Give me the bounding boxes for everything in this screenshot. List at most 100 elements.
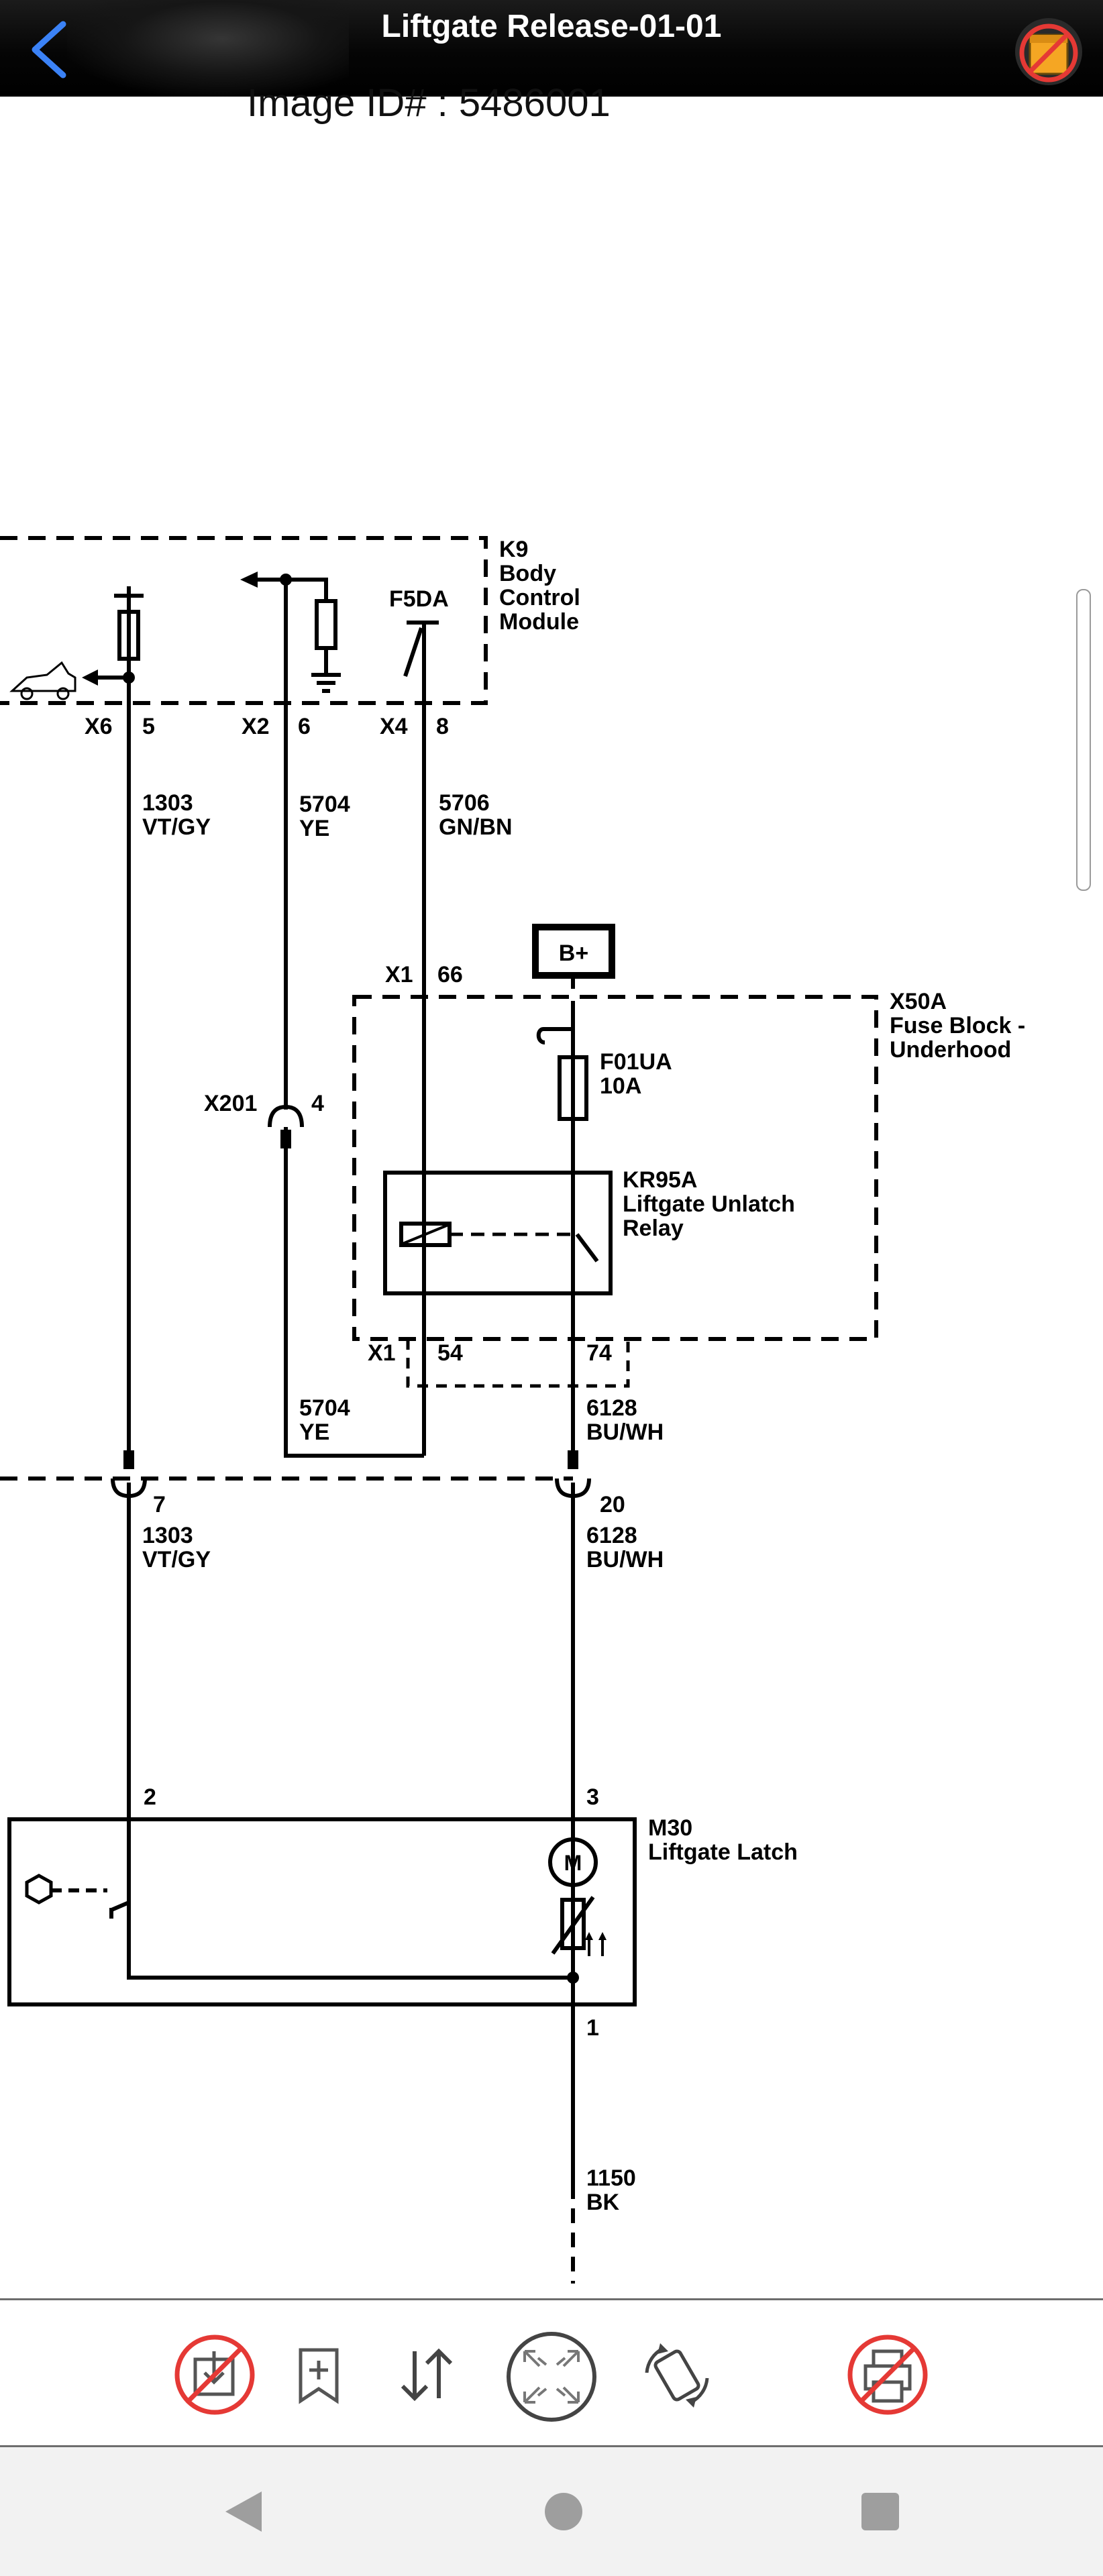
liftgate-car-icon xyxy=(9,661,76,692)
k9-ref: K9 xyxy=(499,537,528,562)
window-title: Liftgate Release-01-01 xyxy=(381,9,722,44)
notes-button[interactable] xyxy=(1012,15,1086,89)
pin-54: 54 xyxy=(437,1340,463,1366)
wire-5704-bottom-color: YE xyxy=(299,1419,329,1445)
bookmark-add-icon xyxy=(299,2348,339,2404)
notes-disabled-icon xyxy=(1015,18,1082,85)
x50a-name-line1: Fuse Block - xyxy=(890,1013,1025,1038)
wire-5704 xyxy=(284,580,424,1458)
image-id-label: Image ID# : 5486001 xyxy=(247,81,611,125)
connector-x6: X6 xyxy=(85,714,113,739)
sort-button[interactable] xyxy=(382,2331,470,2418)
save-disabled-icon xyxy=(174,2334,255,2415)
pin-1: 1 xyxy=(586,2015,599,2041)
nav-back-icon xyxy=(225,2491,262,2532)
print-button[interactable] xyxy=(844,2331,931,2418)
f5da-label: F5DA xyxy=(389,586,449,612)
x50a-ref: X50A xyxy=(890,989,947,1014)
wire-5704-top-color: YE xyxy=(299,816,329,841)
connector-x4: X4 xyxy=(380,714,408,739)
pin-2: 2 xyxy=(144,1784,156,1810)
system-nav-bar xyxy=(0,2447,1103,2576)
x50a-fuse-block-outline xyxy=(352,995,878,1341)
fuse-feed-hook xyxy=(536,1027,573,1044)
wire-1303-top-circuit: 1303 xyxy=(142,790,193,816)
pin-20: 20 xyxy=(600,1492,625,1517)
relay-kr95a-outline xyxy=(383,1171,613,1295)
pin-4: 4 xyxy=(311,1091,324,1116)
pin-5: 5 xyxy=(142,714,155,739)
header-background-art xyxy=(67,0,349,97)
wire-6128-bottom-circuit: 6128 xyxy=(586,1523,637,1548)
connector-cup-7 xyxy=(111,1478,147,1499)
x201-connector xyxy=(268,1104,304,1128)
x50a-name-line2: Underhood xyxy=(890,1037,1011,1063)
k9-name-line1: Body xyxy=(499,561,556,586)
wire-1150-color: BK xyxy=(586,2190,620,2215)
relay-name-line1: Liftgate Unlatch xyxy=(623,1191,795,1217)
wire-6128-bottom-color: BU/WH xyxy=(586,1547,664,1572)
x1-connector-bracket xyxy=(406,1339,630,1388)
bookmark-add-button[interactable] xyxy=(275,2331,362,2418)
wire-6128-top-color: BU/WH xyxy=(586,1419,664,1445)
battery-label: B+ xyxy=(559,941,588,966)
k9-name-line3: Module xyxy=(499,609,579,635)
wire-1303-bottom-circuit: 1303 xyxy=(142,1523,193,1548)
rotate-button[interactable] xyxy=(633,2331,721,2418)
nav-back-button[interactable] xyxy=(219,2485,266,2538)
relay-switch xyxy=(571,1214,599,1293)
save-button[interactable] xyxy=(171,2331,258,2418)
connector-x2: X2 xyxy=(242,714,270,739)
k9-resistor-middle xyxy=(315,599,337,650)
title-bar: Liftgate Release-01-01 xyxy=(0,0,1103,97)
nav-recents-icon xyxy=(861,2493,899,2530)
ground-symbol xyxy=(311,673,341,693)
wire-5706-circuit: 5706 xyxy=(439,790,490,816)
connector-x1-top: X1 xyxy=(385,962,413,987)
nav-recents-button[interactable] xyxy=(860,2491,900,2532)
connector-cup-20 xyxy=(555,1478,591,1499)
pin-3: 3 xyxy=(586,1784,599,1810)
wire-5706-color: GN/BN xyxy=(439,814,513,840)
fit-screen-button[interactable] xyxy=(505,2331,596,2422)
vertical-scrollbar[interactable] xyxy=(1076,589,1091,891)
wire-1303-top-color: VT/GY xyxy=(142,814,211,840)
print-disabled-icon xyxy=(847,2334,928,2415)
latch-switch xyxy=(109,1900,130,1919)
nav-home-button[interactable] xyxy=(543,2491,584,2532)
bottom-toolbar xyxy=(0,2298,1103,2447)
wire-1150-circuit: 1150 xyxy=(586,2165,636,2191)
pin-6: 6 xyxy=(298,714,311,739)
relay-ref: KR95A xyxy=(623,1167,697,1193)
pin-74: 74 xyxy=(586,1340,612,1366)
battery-box xyxy=(532,924,615,979)
latch-hexagon-icon xyxy=(25,1874,53,1904)
wire-6128-top-circuit: 6128 xyxy=(586,1395,637,1421)
k9-name-line2: Control xyxy=(499,585,580,610)
wire-5704-top-circuit: 5704 xyxy=(299,792,350,817)
wiring-diagram: B+ M K9 Body Control xyxy=(0,536,1025,2284)
sort-arrows-icon xyxy=(401,2348,453,2402)
wire-5704-bottom-circuit: 5704 xyxy=(299,1395,350,1421)
chevron-left-icon xyxy=(32,21,66,78)
relay-name-line2: Relay xyxy=(623,1216,684,1241)
nav-home-icon xyxy=(545,2493,582,2530)
wire-1303-bottom-color: VT/GY xyxy=(142,1547,211,1572)
relay-coil-diagonal xyxy=(402,1224,449,1245)
latch-ref: M30 xyxy=(648,1815,692,1841)
fit-screen-icon xyxy=(507,2332,596,2422)
pin-66: 66 xyxy=(437,962,463,987)
fuse-rating: 10A xyxy=(600,1073,641,1099)
latch-name: Liftgate Latch xyxy=(648,1839,798,1865)
pin-7: 7 xyxy=(153,1492,166,1517)
latch-m30-outline xyxy=(7,1817,637,2006)
rotate-icon xyxy=(645,2343,709,2408)
fuse-ref: F01UA xyxy=(600,1049,672,1075)
connector-x1-bottom: X1 xyxy=(368,1340,396,1366)
connector-x201: X201 xyxy=(204,1091,257,1116)
back-button[interactable] xyxy=(20,15,87,82)
motor-label: M xyxy=(564,1851,582,1875)
pin-8: 8 xyxy=(436,714,449,739)
k9-module-outline xyxy=(0,536,488,705)
f5da-switch xyxy=(403,621,439,677)
